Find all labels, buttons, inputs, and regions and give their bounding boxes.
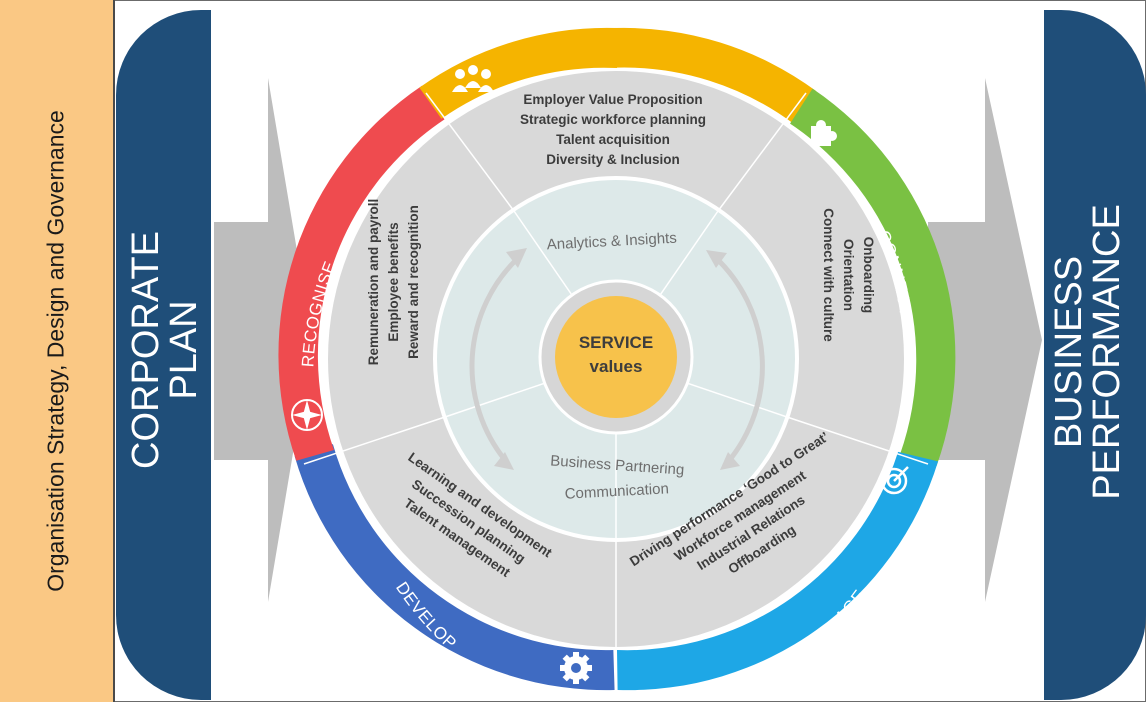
attract-item-3: Talent acquisition — [556, 132, 670, 147]
corporate-plan-panel — [116, 10, 211, 700]
recognise-item-2: Employee benefits — [386, 222, 401, 341]
left-arrowhead-top — [506, 248, 527, 268]
segment-dividers — [303, 92, 929, 690]
segment-connect-arc — [790, 88, 956, 466]
business-performance-panel — [1044, 10, 1146, 700]
inner-bottom-label-2: Communication — [564, 480, 669, 502]
governance-strip: Organisation Strategy, Design and Govern… — [0, 0, 115, 702]
attract-item-2: Strategic workforce planning — [520, 112, 706, 127]
left-arrowhead-bottom — [494, 452, 514, 470]
core-line1: SERVICE — [579, 333, 653, 352]
core-circle — [555, 296, 677, 418]
right-cycle-arrow — [713, 255, 765, 464]
cycle-arrows — [469, 255, 765, 464]
puzzle-icon — [811, 120, 837, 146]
left-cycle-arrow — [469, 256, 520, 462]
segment-attract-items: Employer Value Proposition Strategic wor… — [520, 92, 706, 167]
gear-icon — [560, 652, 592, 684]
attract-item-1: Employer Value Proposition — [523, 92, 702, 107]
connect-item-1: Onboarding — [861, 237, 876, 314]
segment-attract-arc-left — [419, 27, 618, 119]
recognise-item-3: Reward and recognition — [406, 205, 421, 359]
right-arrowhead-bottom — [720, 452, 740, 470]
target-icon — [880, 466, 909, 495]
attract-item-4: Diversity & Inclusion — [546, 152, 680, 167]
left-flow-arrow — [214, 78, 312, 602]
right-flow-arrow — [928, 78, 1042, 602]
recognise-item-1: Remuneration and payroll — [366, 199, 381, 366]
segment-recognise-items: Remuneration and payroll Employee benefi… — [366, 199, 421, 366]
inner-top-label: Analytics & Insights — [546, 230, 677, 254]
core-line2: values — [590, 357, 643, 376]
segment-connect-items: Onboarding Orientation Connect with cult… — [821, 208, 876, 342]
right-arrowhead-top — [706, 250, 727, 268]
segment-attract-label: ATTRACT — [597, 9, 681, 31]
connect-item-2: Orientation — [841, 239, 856, 311]
connect-item-3: Connect with culture — [821, 208, 836, 342]
compass-icon — [291, 399, 323, 431]
segment-attract-arc — [613, 27, 817, 124]
people-icon — [452, 65, 494, 92]
